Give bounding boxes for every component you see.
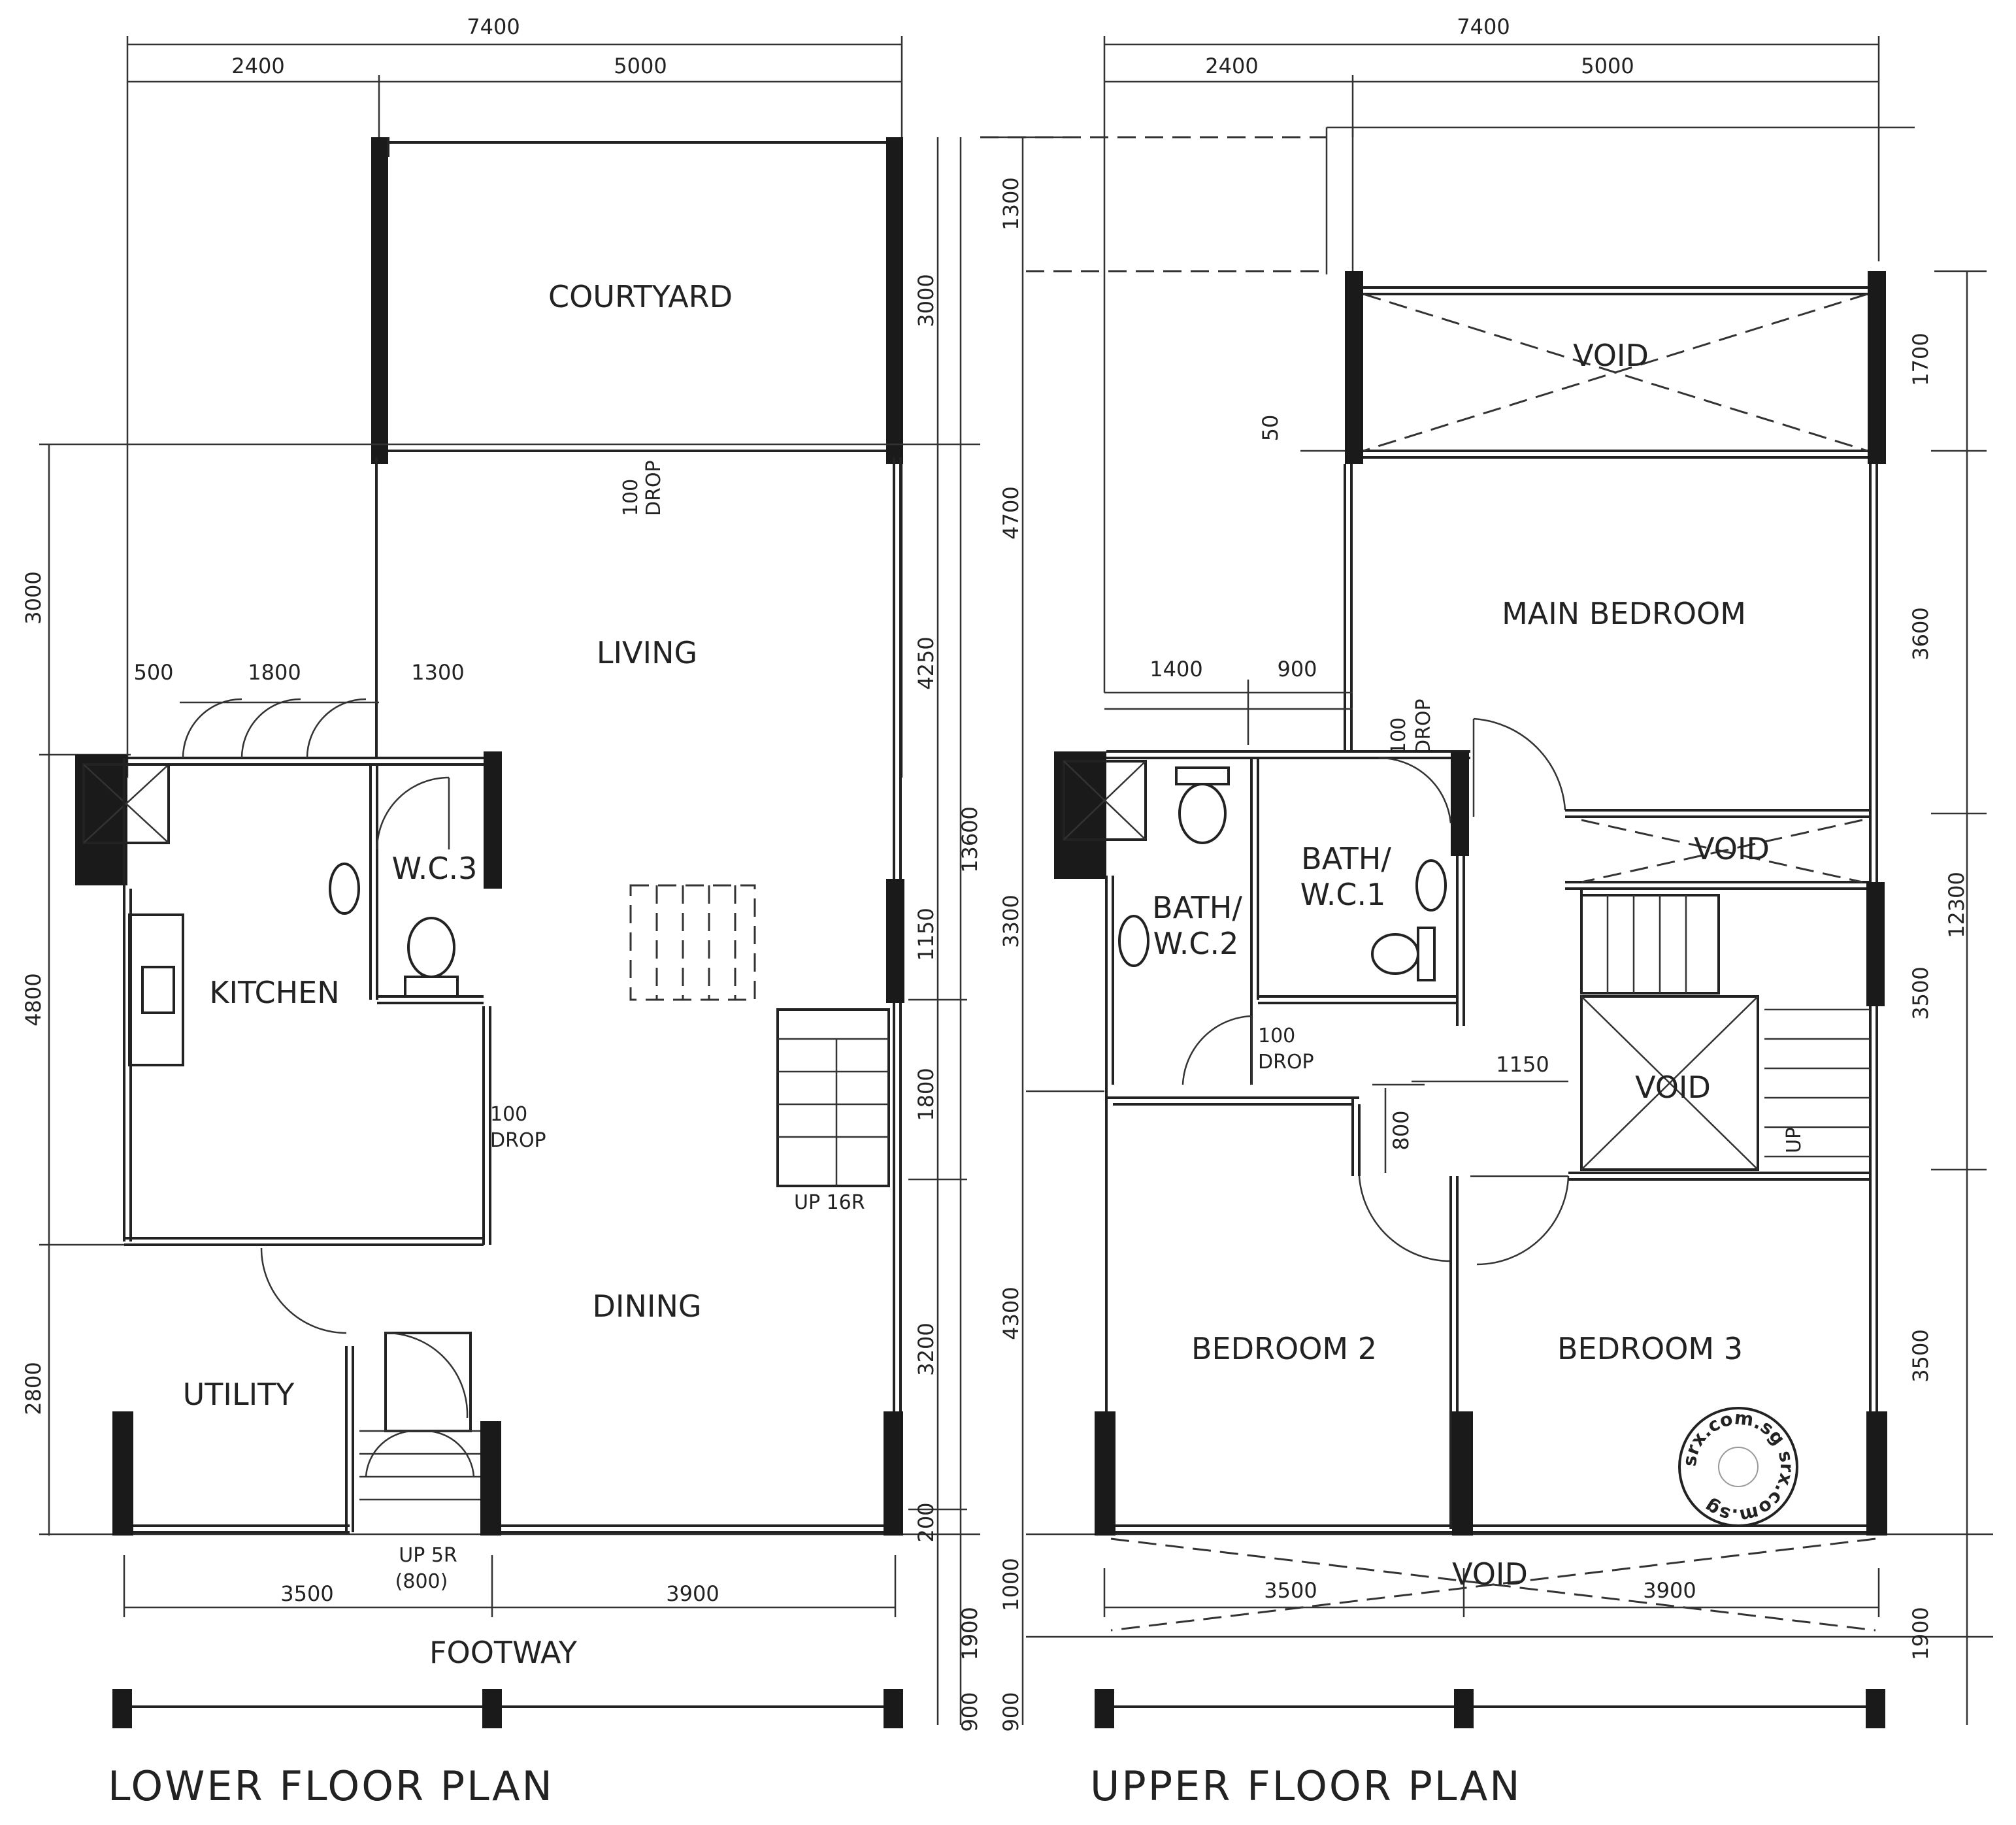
lower-dim-right-7: 1900 xyxy=(957,1607,982,1660)
upper-drop-number: 100 xyxy=(1387,717,1410,755)
upper-room-bath1-line2: W.C.1 xyxy=(1300,877,1386,912)
lower-dim-mid-a: 500 xyxy=(133,660,173,685)
kitchen-drop-label: DROP xyxy=(490,1129,546,1152)
lower-dim-mid-c: 1300 xyxy=(411,660,464,685)
upper-dim-mid-b: 900 xyxy=(1277,657,1317,682)
kitchen-drop-number: 100 xyxy=(490,1103,527,1126)
lower-room-utility: UTILITY xyxy=(183,1377,295,1412)
upper-dim-mid-a: 1400 xyxy=(1149,657,1202,682)
upper-dim-bottom-right: 3900 xyxy=(1643,1578,1696,1603)
lower-dim-top-total: 7400 xyxy=(467,14,520,39)
upper-dim-800: 800 xyxy=(1389,1110,1413,1150)
entry-width-label: (800) xyxy=(395,1570,448,1593)
upper-dim-left-4: 3300 xyxy=(999,895,1023,947)
upper-dim-left-2: 50 xyxy=(1258,415,1283,442)
upper-dim-left-5: 4300 xyxy=(999,1287,1023,1340)
upper-floor-plan: srx.com.sg srx.com.sg 7400 2400 5000 140… xyxy=(957,14,1993,1810)
lower-dim-left-3: 2800 xyxy=(21,1362,46,1415)
upper-void-bottom: VOID xyxy=(1452,1556,1528,1592)
lower-dim-top-right: 5000 xyxy=(614,54,667,78)
upper-drop-label: DROP xyxy=(1412,699,1435,755)
lower-room-living: LIVING xyxy=(597,635,697,670)
lower-dim-right-5: 3200 xyxy=(914,1323,938,1375)
upper-room-bedroom2: BEDROOM 2 xyxy=(1191,1331,1377,1366)
upper-stair-up-label: UP xyxy=(1783,1127,1806,1153)
lower-dim-left-2: 4800 xyxy=(21,973,46,1026)
upper-dim-right-4: 3500 xyxy=(1908,1329,1933,1382)
upper-drop2-label: DROP xyxy=(1258,1051,1314,1074)
upper-dim-left-6: 1000 xyxy=(999,1558,1023,1611)
upper-dim-top-right: 5000 xyxy=(1581,54,1634,78)
lower-dim-bottom-left: 3500 xyxy=(280,1581,333,1606)
lower-dim-right-1: 3000 xyxy=(914,274,938,327)
upper-dim-right-total: 12300 xyxy=(1944,872,1969,938)
upper-void-mid: VOID xyxy=(1694,831,1770,866)
lower-dim-right-4: 1800 xyxy=(914,1068,938,1121)
lower-floor-plan: 7400 2400 5000 500 1800 1300 3500 3900 3… xyxy=(21,14,982,1810)
lower-drop-label: DROP xyxy=(642,460,665,516)
upper-room-bedroom3: BEDROOM 3 xyxy=(1557,1331,1743,1366)
upper-dim-bottom-left: 3500 xyxy=(1264,1578,1317,1603)
lower-dim-right-6: 200 xyxy=(914,1502,938,1542)
upper-dim-left-7: 1900 xyxy=(957,1607,982,1660)
upper-room-main-bedroom: MAIN BEDROOM xyxy=(1502,596,1746,631)
lower-room-wc3: W.C.3 xyxy=(392,851,478,886)
lower-room-kitchen: KITCHEN xyxy=(209,975,339,1010)
srx-seal-logo: srx.com.sg srx.com.sg xyxy=(1678,1407,1798,1527)
upper-dim-right-2: 3600 xyxy=(1908,607,1933,660)
lower-room-dining: DINING xyxy=(592,1289,701,1324)
upper-room-bath1-line1: BATH/ xyxy=(1301,841,1391,876)
upper-void-stair: VOID xyxy=(1635,1070,1711,1105)
stair-up-label: UP 16R xyxy=(794,1191,865,1214)
upper-drop2-number: 100 xyxy=(1258,1025,1295,1047)
upper-dim-top-total: 7400 xyxy=(1457,14,1510,39)
entry-up-label: UP 5R xyxy=(399,1544,457,1567)
lower-dim-right-2: 4250 xyxy=(914,636,938,689)
upper-room-bath2-line2: W.C.2 xyxy=(1153,926,1239,961)
lower-drop-number: 100 xyxy=(620,479,642,516)
lower-dim-mid-b: 1800 xyxy=(248,660,301,685)
upper-dim-right-5: 1900 xyxy=(1908,1607,1933,1660)
lower-dim-top-left: 2400 xyxy=(231,54,284,78)
upper-floor-title: UPPER FLOOR PLAN xyxy=(1090,1762,1522,1810)
upper-dim-left-3: 4700 xyxy=(999,486,1023,539)
lower-floor-title: LOWER FLOOR PLAN xyxy=(108,1762,554,1810)
lower-dim-right-3: 1150 xyxy=(914,908,938,961)
upper-dim-left-1: 1300 xyxy=(999,177,1023,230)
upper-dim-1150: 1150 xyxy=(1496,1052,1549,1077)
lower-dim-left-1: 3000 xyxy=(21,571,46,624)
upper-dim-top-left: 2400 xyxy=(1205,54,1258,78)
upper-dim-right-3: 3500 xyxy=(1908,966,1933,1019)
lower-room-footway: FOOTWAY xyxy=(429,1635,578,1670)
upper-dim-right-1: 1700 xyxy=(1908,333,1933,386)
lower-dim-right-8: 900 xyxy=(957,1692,982,1732)
lower-dim-bottom-right: 3900 xyxy=(666,1581,719,1606)
upper-void-top: VOID xyxy=(1573,338,1649,373)
lower-room-courtyard: COURTYARD xyxy=(548,279,733,314)
lower-dim-right-total: 13600 xyxy=(957,806,982,873)
upper-dim-left-8: 900 xyxy=(999,1692,1023,1732)
upper-room-bath2-line1: BATH/ xyxy=(1152,890,1242,925)
